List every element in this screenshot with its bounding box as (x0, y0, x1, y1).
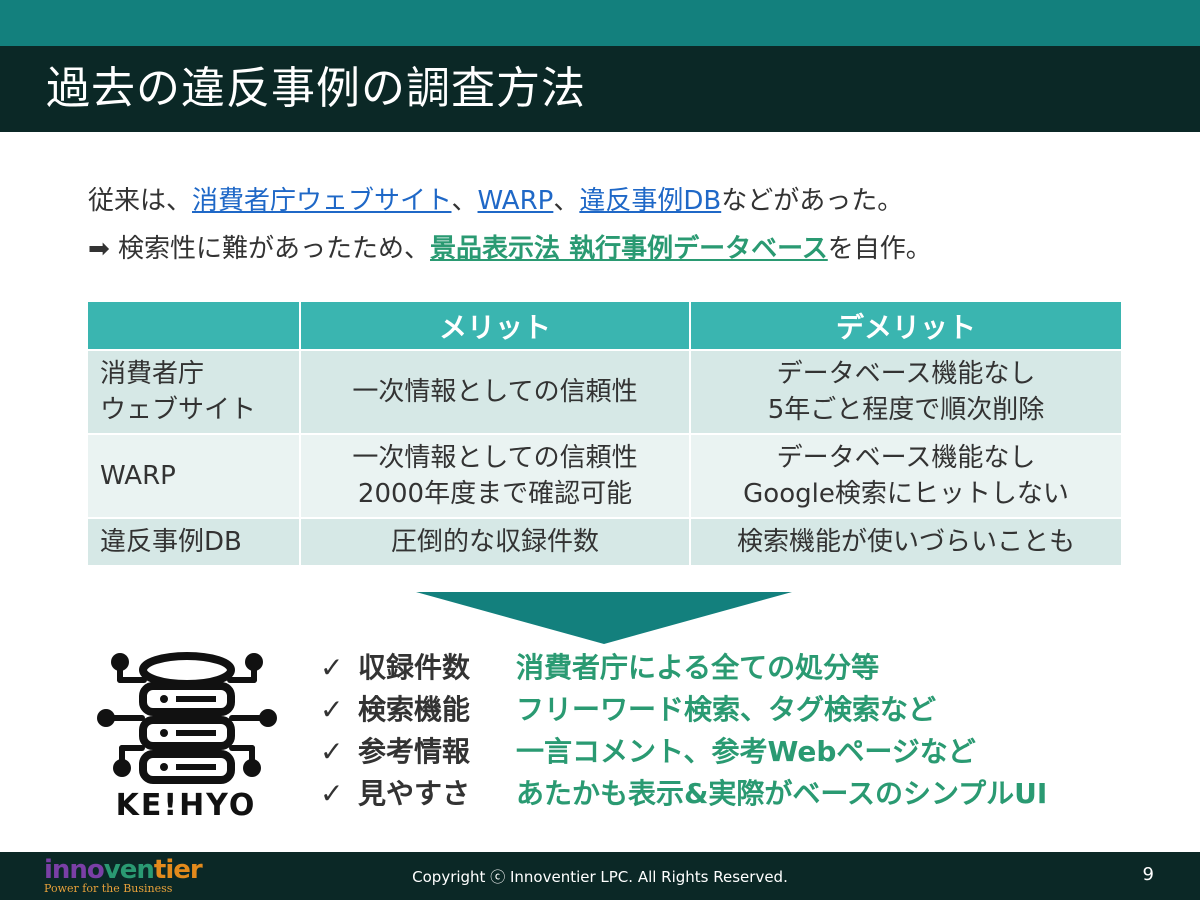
row-name: 消費者庁ウェブサイト (88, 350, 301, 435)
slide-title: 過去の違反事例の調査方法 (46, 63, 586, 114)
table-header-row: メリット デメリット (88, 302, 1123, 351)
innoventier-logo: innoventier (44, 855, 203, 885)
feature-item: ✓収録件数消費者庁による全ての処分等 (320, 648, 879, 688)
link-keihyo-database[interactable]: 景品表示法 執行事例データベース (430, 234, 828, 264)
check-icon: ✓ (320, 777, 344, 810)
header-demerit: デメリット (690, 302, 1123, 351)
row-name: WARP (88, 434, 301, 519)
feature-item: ✓参考情報一言コメント、参考Webページなど (320, 732, 976, 772)
row-merit: 一次情報としての信頼性 (300, 350, 691, 435)
header-empty (88, 302, 301, 351)
feature-item: ✓見やすさあたかも表示&実際がベースのシンプルUI (320, 774, 1047, 814)
row-merit: 圧倒的な収録件数 (300, 518, 691, 567)
down-arrow-icon (416, 592, 792, 644)
check-icon: ✓ (320, 735, 344, 768)
check-icon: ✓ (320, 651, 344, 684)
link-warp[interactable]: WARP (477, 186, 554, 216)
table-row: 違反事例DB 圧倒的な収録件数 検索機能が使いづらいことも (88, 518, 1123, 567)
top-accent-strip (0, 0, 1200, 46)
copyright-text: Copyright ⓒ Innoventier LPC. All Rights … (412, 868, 788, 886)
link-violation-db[interactable]: 違反事例DB (579, 186, 722, 216)
arrow-right-icon: ➡ (88, 234, 110, 264)
check-icon: ✓ (320, 693, 344, 726)
link-caa-website[interactable]: 消費者庁ウェブサイト (192, 186, 452, 216)
intro-line-2: ➡検索性に難があったため、景品表示法 執行事例データベースを自作。 (88, 234, 932, 264)
title-bar (0, 46, 1200, 132)
comparison-table: メリット デメリット 消費者庁ウェブサイト 一次情報としての信頼性 データベース… (88, 302, 1123, 567)
footer-bar (0, 852, 1200, 900)
brand-tagline: Power for the Business (44, 882, 173, 895)
row-demerit: 検索機能が使いづらいことも (690, 518, 1123, 567)
database-server-icon (97, 652, 277, 784)
intro-line-1: 従来は、消費者庁ウェブサイト、WARP、違反事例DBなどがあった。 (88, 186, 904, 216)
row-name: 違反事例DB (88, 518, 301, 567)
feature-item: ✓検索機能フリーワード検索、タグ検索など (320, 690, 936, 730)
keihyo-logo-text: KE!HYO (115, 788, 257, 823)
page-number: 9 (1142, 864, 1154, 885)
header-merit: メリット (300, 302, 691, 351)
